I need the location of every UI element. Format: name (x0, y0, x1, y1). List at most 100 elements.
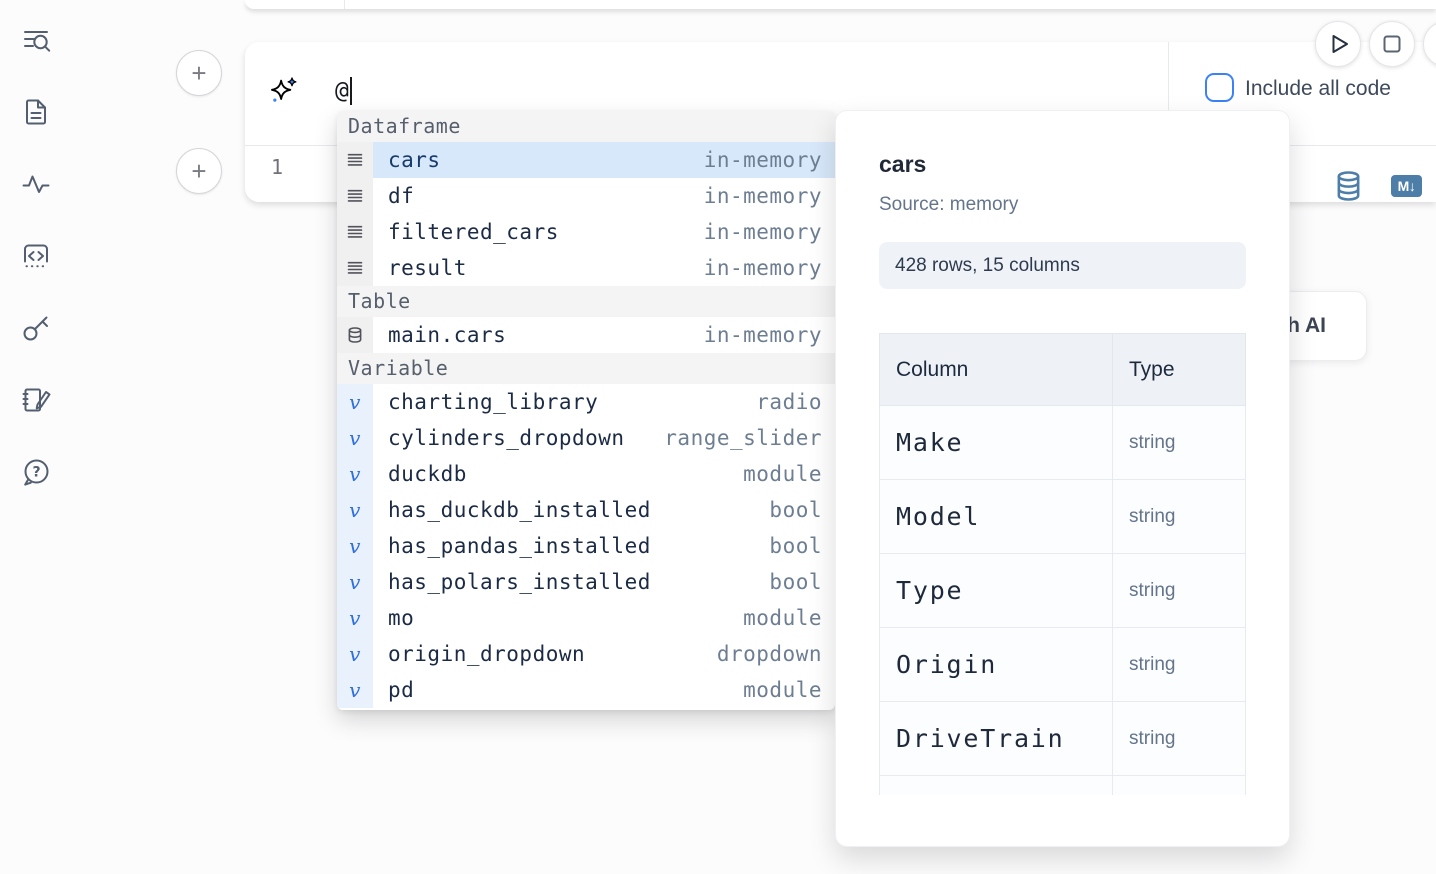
prompt-divider (1168, 42, 1169, 146)
sidebar-search-list-button[interactable] (20, 24, 52, 56)
line-number: 1 (271, 155, 284, 179)
completion-item-type: bool (769, 570, 822, 594)
sidebar-key-button[interactable] (20, 312, 52, 344)
completion-item-content: mo module (373, 600, 835, 636)
completion-item-name: main.cars (388, 323, 507, 347)
completion-item-type: radio (756, 390, 822, 414)
completion-item-duckdb[interactable]: v duckdb module (337, 456, 835, 492)
variable-icon: v (349, 606, 361, 630)
completion-item-has_pandas_installed[interactable]: v has_pandas_installed bool (337, 528, 835, 564)
preview-table-row (879, 775, 1246, 795)
ai-prompt-input[interactable]: @ (335, 77, 352, 105)
completion-item-name: filtered_cars (388, 220, 559, 244)
variable-icon: v (349, 390, 361, 414)
dataframe-preview-panel: cars Source: memory 428 rows, 15 columns… (835, 110, 1290, 847)
completion-section-header: Table (337, 286, 835, 317)
completion-item-type: in-memory (703, 220, 822, 244)
svg-text:?: ? (32, 465, 40, 481)
preview-cell: Model (879, 479, 1113, 554)
completion-item-type: module (743, 678, 822, 702)
add-cell-above-button[interactable]: + (176, 50, 222, 96)
preview-cell: string (1112, 701, 1246, 776)
completion-item-type: bool (769, 534, 822, 558)
run-cell-button[interactable] (1315, 21, 1361, 67)
completion-item-gutter: v (337, 456, 373, 492)
preview-cell: string (1112, 627, 1246, 702)
include-all-code-checkbox[interactable] (1205, 73, 1234, 102)
completion-item-name: origin_dropdown (388, 642, 586, 666)
preview-cell (879, 775, 1113, 795)
completion-item-gutter: v (337, 528, 373, 564)
preview-cell: Make (879, 405, 1113, 480)
completion-item-type: range_slider (664, 426, 822, 450)
sidebar-scratchpad-button[interactable] (20, 384, 52, 416)
database-icon[interactable] (1335, 171, 1362, 201)
variable-icon: v (349, 462, 361, 486)
completion-item-type: dropdown (716, 642, 822, 666)
preview-cell: string (1112, 553, 1246, 628)
ai-prompt-row: @ Include all code (245, 42, 1436, 146)
completion-item-gutter (337, 214, 373, 250)
markdown-icon[interactable]: M↓ (1391, 175, 1422, 197)
completion-item-type: module (743, 462, 822, 486)
completion-item-name: has_duckdb_installed (388, 498, 651, 522)
help-icon: ? (20, 456, 52, 488)
completion-item-filtered_cars[interactable]: filtered_cars in-memory (337, 214, 835, 250)
dataframe-icon (347, 152, 363, 168)
document-icon (20, 96, 52, 128)
text-caret (349, 77, 352, 105)
completion-item-name: has_pandas_installed (388, 534, 651, 558)
preview-shape-badge: 428 rows, 15 columns (879, 242, 1246, 289)
code-editor-row[interactable]: 1 M↓ (245, 146, 1436, 201)
sidebar-code-box-button[interactable] (20, 240, 52, 272)
stop-cell-button[interactable] (1369, 21, 1415, 67)
completion-item-name: result (388, 256, 467, 280)
sidebar-help-button[interactable]: ? (20, 456, 52, 488)
sidebar-activity-button[interactable] (20, 168, 52, 200)
completion-item-name: mo (388, 606, 415, 630)
completion-item-type: in-memory (703, 256, 822, 280)
completion-item-type: in-memory (703, 184, 822, 208)
completion-item-gutter: v (337, 420, 373, 456)
variable-icon: v (349, 678, 361, 702)
key-icon (20, 312, 52, 344)
scratchpad-icon (20, 384, 52, 416)
completion-item-gutter: v (337, 492, 373, 528)
include-all-code-label[interactable]: Include all code (1245, 77, 1391, 100)
preview-title: cars (879, 151, 927, 177)
sidebar: ? (20, 24, 52, 488)
dataframe-icon (347, 224, 363, 240)
sidebar-document-button[interactable] (20, 96, 52, 128)
play-icon (1316, 22, 1360, 66)
completion-item-result[interactable]: result in-memory (337, 250, 835, 286)
completion-item-mo[interactable]: v mo module (337, 600, 835, 636)
completion-item-type: in-memory (703, 148, 822, 172)
completion-item-name: duckdb (388, 462, 467, 486)
preview-cell: string (1112, 405, 1246, 480)
add-cell-below-button[interactable]: + (176, 148, 222, 194)
dataframe-icon (347, 188, 363, 204)
stop-icon (1370, 22, 1414, 66)
completion-item-type: module (743, 606, 822, 630)
